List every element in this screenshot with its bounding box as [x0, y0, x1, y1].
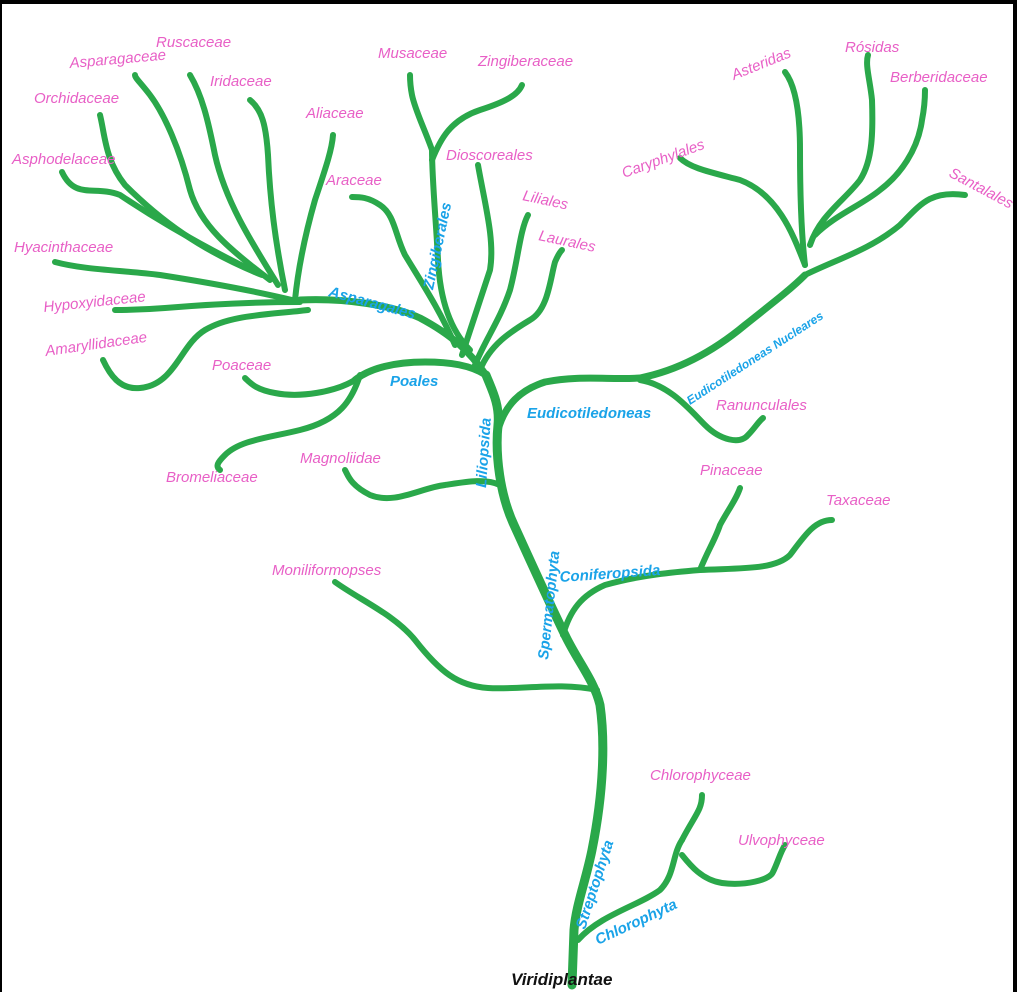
label-asparagaceae: Asparagaceae	[68, 47, 167, 72]
label-chlorophyceae: Chlorophyceae	[650, 767, 751, 784]
label-zingiberales: Zingiberales	[420, 201, 455, 292]
label-viridiplantae: Viridiplantae	[511, 970, 612, 989]
label-dioscoreales: Dioscoreales	[446, 147, 533, 164]
label-hyacinthaceae: Hyacinthaceae	[14, 239, 113, 256]
label-liliopsida: Liliopsida	[473, 417, 495, 488]
label-asparagales: Asparagales	[326, 283, 418, 323]
branch-caryphylales	[680, 158, 805, 265]
branch-poaceae	[245, 378, 355, 395]
label-aliaceae: Aliaceae	[305, 105, 364, 122]
label-orchidaceae: Orchidaceae	[34, 90, 119, 107]
label-poaceae: Poaceae	[212, 357, 271, 374]
label-coniferopsida: Coniferopsida	[559, 562, 661, 586]
branch-amaryllidaceae	[103, 310, 308, 388]
label-moniliformopses: Moniliformopses	[272, 562, 382, 579]
label-liliales: Liliales	[521, 187, 570, 213]
branch-aliaceae	[295, 135, 333, 300]
branch-musaceae	[410, 75, 432, 150]
label-poales: Poales	[390, 373, 438, 390]
branch-chlorophyceae	[682, 795, 702, 840]
label-taxaceae: Taxaceae	[826, 492, 891, 509]
label-magnoliidae: Magnoliidae	[300, 450, 381, 467]
label-eudicot-nucleares: Eudicotiledoneas Nucleares	[684, 308, 826, 407]
label-ruscaceae: Ruscaceae	[156, 34, 231, 51]
label-caryphylales: Caryphylales	[620, 136, 708, 182]
label-pinaceae: Pinaceae	[700, 462, 763, 479]
label-eudicotiledoneas: Eudicotiledoneas	[527, 405, 651, 422]
branch-dioscoreales	[462, 165, 491, 355]
label-musaceae: Musaceae	[378, 45, 447, 62]
label-asteridas: Asteridas	[728, 44, 794, 84]
branch-pinaceae	[700, 488, 740, 570]
label-rosidas: Rósidas	[845, 39, 900, 56]
branch-iridaceae	[250, 100, 285, 290]
label-asphodelaceae: Asphodelaceae	[11, 151, 115, 168]
label-laurales: Laurales	[537, 227, 597, 256]
branch-ulvophyceae	[682, 845, 785, 884]
label-ranunculales: Ranunculales	[716, 397, 807, 414]
label-ulvophyceae: Ulvophyceae	[738, 832, 825, 849]
label-santalales: Santalales	[946, 165, 1016, 213]
label-zingiberaceae: Zingiberaceae	[477, 53, 573, 70]
branch-santalales	[805, 194, 965, 275]
label-spermatophyta: Spermatophyta	[535, 550, 563, 660]
label-amaryllidaceae: Amaryllidaceae	[43, 329, 148, 360]
label-berberidaceae: Berberidaceae	[890, 69, 988, 86]
label-araceae: Araceae	[325, 172, 382, 189]
label-iridaceae: Iridaceae	[210, 73, 272, 90]
label-bromeliaceae: Bromeliaceae	[166, 469, 258, 486]
